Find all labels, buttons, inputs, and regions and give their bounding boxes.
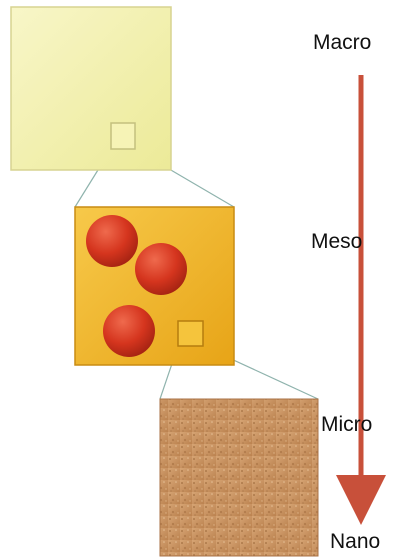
label-macro: Macro	[313, 31, 372, 54]
particle-2	[135, 243, 187, 295]
label-meso: Meso	[311, 230, 363, 253]
macro-zoom-box	[110, 122, 136, 150]
particle-1	[86, 215, 138, 267]
macro-square	[10, 6, 172, 171]
meso-zoom-box	[177, 320, 204, 347]
label-micro: Micro	[321, 413, 373, 436]
micro-square	[159, 398, 319, 557]
label-nano: Nano	[330, 530, 381, 553]
particle-3	[103, 305, 155, 357]
